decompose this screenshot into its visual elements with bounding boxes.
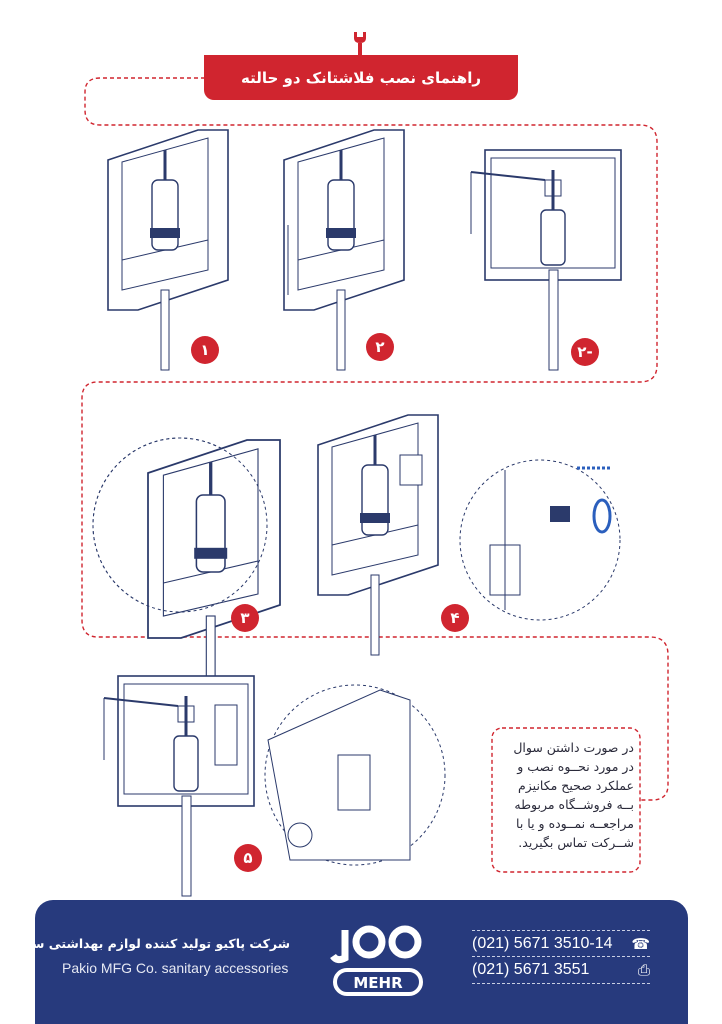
printer-icon: ⎙: [637, 961, 650, 979]
step-badge-2: ۲: [366, 333, 394, 361]
page-title: راهنمای نصب فلاشتانک دو حالته: [204, 55, 518, 100]
mehr-logo: MEHR: [327, 916, 427, 1000]
company-name-en: Pakio MFG Co. sanitary accessories: [62, 960, 289, 976]
step-badge-5: ۵: [234, 844, 262, 872]
fax-row: (021) 5671 3551 ⎙: [472, 956, 650, 984]
support-note: در صورت داشتن سوال در مورد نحــوه نصب و …: [513, 740, 634, 850]
wrench-icon: [350, 30, 370, 60]
phone-number[interactable]: (021) 5671 3510-14: [472, 935, 613, 952]
step-badge-3: ۳: [231, 604, 259, 632]
note-box-border: [491, 727, 641, 873]
company-name-fa: شرکت پاکیو تولید کننده لوازم بهداشتی ساخ…: [0, 936, 290, 951]
logo-wordmark: MEHR: [353, 974, 403, 992]
step-badge-4: ۴: [441, 604, 469, 632]
phone-icon: ☎: [631, 936, 650, 953]
step-badge-2b: ۲-: [571, 338, 599, 366]
fax-number[interactable]: (021) 5671 3551: [472, 961, 590, 978]
step-badge-1: ۱: [191, 336, 219, 364]
phone-row: (021) 5671 3510-14 ☎: [472, 930, 650, 957]
footer: شرکت پاکیو تولید کننده لوازم بهداشتی ساخ…: [0, 900, 688, 1024]
